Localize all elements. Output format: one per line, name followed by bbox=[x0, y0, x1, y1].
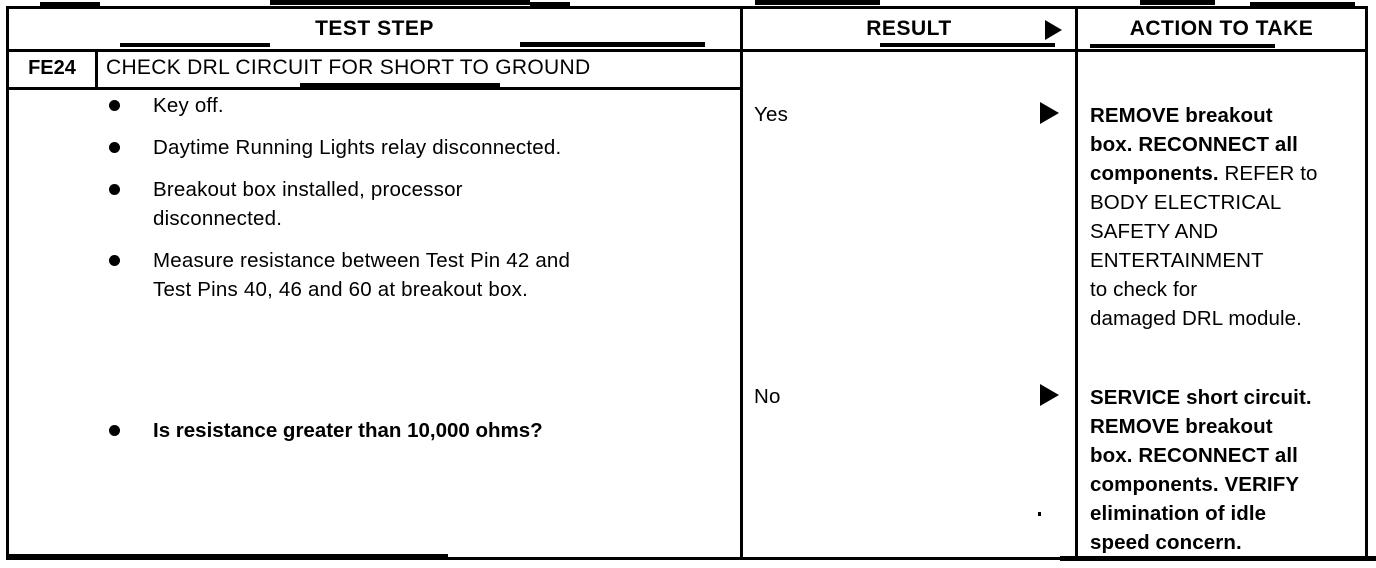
scan-artifact bbox=[530, 2, 570, 7]
list-item-label: Key off. bbox=[153, 94, 224, 117]
result-value-yes: Yes bbox=[754, 103, 789, 126]
action-text-segment: REMOVE breakout bbox=[1090, 415, 1273, 438]
action-text-segment: SERVICE short circuit. bbox=[1090, 386, 1312, 409]
scan-artifact bbox=[8, 554, 448, 560]
flow-arrow-icon-yes bbox=[1040, 102, 1059, 124]
row-divider-step-title bbox=[9, 87, 740, 90]
list-item: Key off. bbox=[9, 91, 737, 120]
action-text-segment: BODY ELECTRICAL bbox=[1090, 191, 1282, 214]
header-flow-arrow-icon bbox=[1045, 20, 1062, 40]
scan-artifact bbox=[1140, 0, 1215, 5]
scan-artifact bbox=[120, 43, 270, 47]
scan-artifact bbox=[40, 2, 100, 6]
step-code-cell: FE24 bbox=[28, 57, 76, 79]
list-item: Measure resistance between Test Pin 42 a… bbox=[9, 246, 737, 304]
scan-artifact bbox=[755, 0, 880, 5]
list-item: Daytime Running Lights relay disconnecte… bbox=[9, 133, 737, 162]
action-text-segment: to check for bbox=[1090, 278, 1198, 301]
header-action-to-take: ACTION TO TAKE bbox=[1129, 17, 1314, 40]
test-step-bullet-list: Key off. Daytime Running Lights relay di… bbox=[9, 91, 737, 458]
list-item-label: Is resistance greater than 10,000 ohms? bbox=[153, 419, 543, 442]
header-result: RESULT bbox=[866, 17, 952, 40]
list-item-label: Breakout box installed, processor discon… bbox=[153, 178, 463, 230]
diagnostic-test-table: TEST STEP RESULT ACTION TO TAKE FE24 CHE… bbox=[6, 6, 1368, 560]
action-line: REMOVE breakout bbox=[1090, 101, 1370, 130]
action-text-segment: speed concern. bbox=[1090, 531, 1242, 554]
row-divider-header bbox=[9, 49, 1365, 52]
action-line: box. RECONNECT all bbox=[1090, 441, 1370, 470]
bullet-icon bbox=[109, 100, 120, 111]
scan-artifact bbox=[880, 43, 1055, 47]
bullet-icon bbox=[109, 142, 120, 153]
action-text-segment: box. RECONNECT all bbox=[1090, 444, 1298, 467]
action-text-segment: components. VERIFY bbox=[1090, 473, 1300, 496]
action-text-segment: SAFETY AND bbox=[1090, 220, 1219, 243]
action-text-segment: elimination of idle bbox=[1090, 502, 1267, 525]
scan-speck bbox=[1038, 512, 1041, 516]
action-line: components. REFER to bbox=[1090, 159, 1370, 188]
header-test-step: TEST STEP bbox=[315, 17, 434, 40]
action-line: ENTERTAINMENT bbox=[1090, 246, 1370, 275]
action-line: components. VERIFY bbox=[1090, 470, 1370, 499]
column-divider-action bbox=[1075, 9, 1078, 557]
action-text-segment: REMOVE bbox=[1090, 104, 1180, 127]
bullet-icon bbox=[109, 184, 120, 195]
scan-artifact bbox=[1090, 44, 1275, 48]
action-line: speed concern. bbox=[1090, 528, 1370, 557]
list-item: Breakout box installed, processor discon… bbox=[9, 175, 737, 233]
action-line: box. RECONNECT all bbox=[1090, 130, 1370, 159]
scan-artifact bbox=[270, 0, 530, 5]
action-text-segment: breakout bbox=[1179, 104, 1273, 127]
column-divider-result bbox=[740, 9, 743, 557]
action-text-segment: ENTERTAINMENT bbox=[1090, 249, 1264, 272]
action-text-segment: components. bbox=[1090, 162, 1219, 185]
action-line: damaged DRL module. bbox=[1090, 304, 1370, 333]
scan-artifact bbox=[300, 83, 500, 87]
action-line: SERVICE short circuit. bbox=[1090, 383, 1370, 412]
bullet-icon bbox=[109, 425, 120, 436]
list-item-label: Daytime Running Lights relay disconnecte… bbox=[153, 136, 562, 159]
action-line: BODY ELECTRICAL bbox=[1090, 188, 1370, 217]
flow-arrow-icon-no bbox=[1040, 384, 1059, 406]
action-line: REMOVE breakout bbox=[1090, 412, 1370, 441]
list-item-question: Is resistance greater than 10,000 ohms? bbox=[9, 416, 737, 445]
action-text-no: SERVICE short circuit. REMOVE breakout box… bbox=[1090, 383, 1370, 557]
result-value-no: No bbox=[754, 385, 781, 408]
action-text-segment: REFER to bbox=[1218, 162, 1318, 185]
action-text-segment: damaged DRL module. bbox=[1090, 307, 1302, 330]
action-line: to check for bbox=[1090, 275, 1370, 304]
scan-artifact bbox=[520, 42, 705, 47]
action-text-yes: REMOVE breakout box. RECONNECT all compone… bbox=[1090, 101, 1370, 333]
action-line: SAFETY AND bbox=[1090, 217, 1370, 246]
action-text-segment: box. RECONNECT all bbox=[1090, 133, 1298, 156]
step-title-cell: CHECK DRL CIRCUIT FOR SHORT TO GROUND bbox=[106, 56, 591, 79]
scan-artifact bbox=[1060, 556, 1376, 561]
list-item-label: Measure resistance between Test Pin 42 a… bbox=[153, 249, 571, 301]
action-line: elimination of idle bbox=[1090, 499, 1370, 528]
bullet-icon bbox=[109, 255, 120, 266]
scan-artifact bbox=[1250, 2, 1355, 6]
cell-divider-step-code bbox=[95, 49, 98, 90]
